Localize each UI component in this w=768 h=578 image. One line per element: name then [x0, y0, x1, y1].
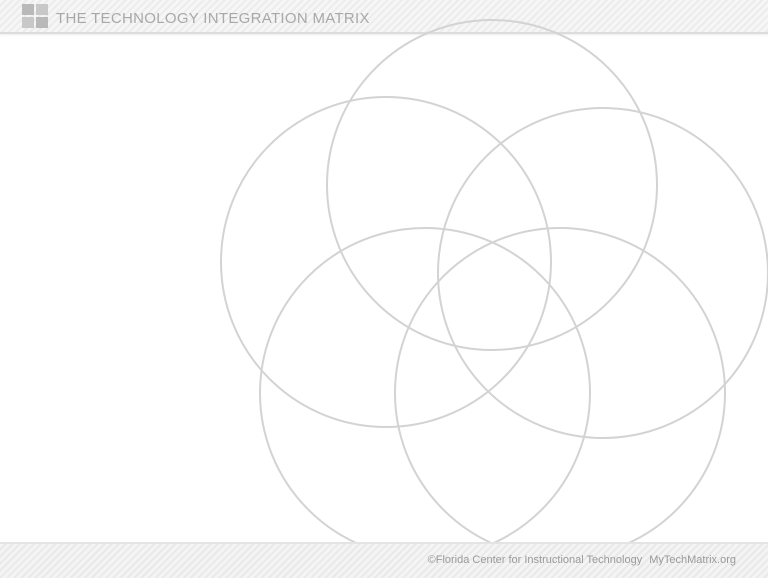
header-bar: THE TECHNOLOGY INTEGRATION MATRIX — [0, 0, 768, 34]
footer-credit: ©Florida Center for Instructional Techno… — [428, 554, 736, 566]
footer-bar: ©Florida Center for Instructional Techno… — [0, 542, 768, 578]
ring-lower-left — [259, 227, 591, 559]
copyright-text: ©Florida Center for Instructional Techno… — [427, 554, 643, 566]
ring-upper-right — [437, 107, 768, 439]
ring-lower-right — [394, 227, 726, 559]
grid-matrix-logo-icon — [22, 4, 48, 28]
ring-upper-left — [220, 96, 552, 428]
page-title: THE TECHNOLOGY INTEGRATION MATRIX — [56, 10, 370, 27]
ring-top — [326, 19, 658, 351]
site-link[interactable]: MyTechMatrix.org — [649, 554, 736, 566]
